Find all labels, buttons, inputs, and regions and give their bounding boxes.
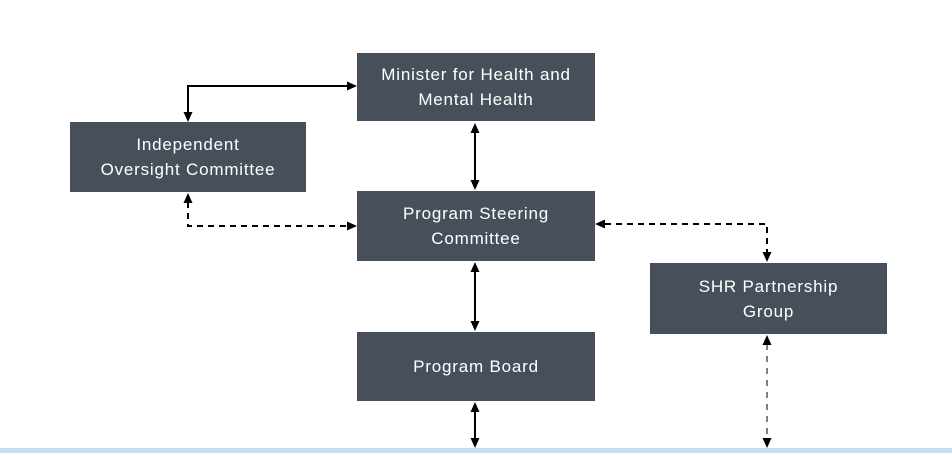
node-oversight-line2: Oversight Committee bbox=[100, 160, 276, 179]
node-independent-oversight-committee: Independent Oversight Committee bbox=[70, 122, 306, 192]
edge-steering-partnership bbox=[595, 219, 772, 262]
node-board-line1: Program Board bbox=[413, 357, 539, 376]
node-steering-line2: Committee bbox=[431, 229, 521, 248]
node-partnership-line1: SHR Partnership bbox=[698, 276, 839, 296]
node-oversight-line1: Independent bbox=[136, 135, 240, 154]
node-minister-line1: Minister for Health and bbox=[381, 65, 571, 84]
edge-oversight-steering bbox=[183, 193, 357, 231]
node-partnership-line2: Group bbox=[742, 301, 795, 321]
edge-partnership-bottom bbox=[762, 335, 772, 448]
edge-minister-steering bbox=[470, 123, 480, 190]
node-minister-line2: Mental Health bbox=[418, 90, 534, 109]
baseline-rule bbox=[0, 448, 952, 453]
node-program-board: Program Board bbox=[357, 332, 595, 401]
edge-oversight-minister bbox=[183, 81, 357, 122]
edge-board-bottom bbox=[470, 402, 480, 448]
node-shr-partnership-group: SHR Partnership Group bbox=[650, 263, 887, 334]
node-steering-line1: Program Steering bbox=[402, 204, 550, 223]
edge-steering-board bbox=[470, 262, 480, 331]
node-minister: Minister for Health and Mental Health bbox=[357, 53, 595, 121]
node-program-steering-committee: Program Steering Committee bbox=[357, 191, 595, 261]
